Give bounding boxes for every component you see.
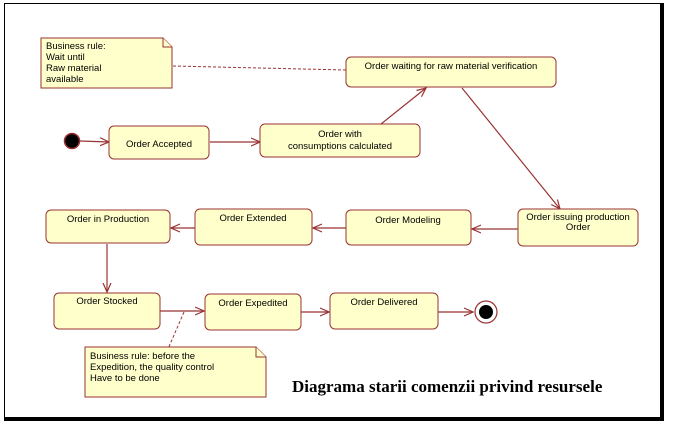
state-label: Order Extended bbox=[219, 213, 286, 224]
state-order-waiting: Order waiting for raw material verificat… bbox=[345, 56, 557, 88]
note-quality-link bbox=[167, 311, 185, 350]
note-raw-material-line: Business rule: bbox=[46, 41, 106, 52]
note-quality-line: Have to be done bbox=[90, 373, 160, 384]
transition-start-accepted bbox=[79, 141, 109, 142]
note-quality-line: Expedition, the quality control bbox=[90, 362, 214, 373]
state-label: Order issuing production bbox=[526, 212, 630, 223]
diagram-caption: Diagrama starii comenzii privind resurse… bbox=[292, 377, 603, 396]
initial-state bbox=[63, 132, 81, 150]
state-order-stocked: Order Stocked bbox=[53, 292, 161, 330]
note-raw-material-link bbox=[172, 65, 347, 71]
state-order-in-production: Order in Production bbox=[45, 209, 171, 244]
transition-waiting-issuing bbox=[461, 87, 560, 209]
note-quality-control: Business rule: before the Expedition, th… bbox=[84, 346, 267, 398]
state-order-expedited: Order Expedited bbox=[204, 293, 302, 331]
state-order-issuing: Order issuing production Order bbox=[517, 208, 639, 247]
final-state bbox=[474, 300, 498, 324]
transition-consumptions-waiting bbox=[380, 88, 426, 125]
state-label: Order Expedited bbox=[218, 298, 287, 309]
state-order-extended: Order Extended bbox=[194, 208, 313, 246]
state-label: Order Delivered bbox=[350, 297, 417, 308]
state-order-modeling: Order Modeling bbox=[345, 209, 472, 246]
state-order-delivered: Order Delivered bbox=[329, 292, 439, 330]
note-raw-material-line: Raw material bbox=[46, 63, 101, 74]
state-order-accepted: Order Accepted bbox=[108, 125, 210, 160]
state-label: Order with bbox=[318, 129, 362, 140]
note-raw-material: Business rule: Wait until Raw material a… bbox=[40, 37, 173, 89]
state-label: Order in Production bbox=[67, 214, 149, 225]
state-order-with-consumptions: Order with consumptions calculated bbox=[259, 123, 421, 158]
state-label: Order Modeling bbox=[375, 215, 440, 226]
state-label: Order waiting for raw material verificat… bbox=[365, 61, 538, 72]
note-quality-line: Business rule: before the bbox=[90, 351, 195, 362]
state-label: consumptions calculated bbox=[288, 141, 392, 152]
note-raw-material-line: Wait until bbox=[46, 52, 85, 63]
state-label: Order Stocked bbox=[76, 296, 137, 307]
state-label: Order bbox=[566, 222, 590, 233]
state-label: Order Accepted bbox=[126, 139, 192, 150]
note-raw-material-line: available bbox=[46, 74, 84, 85]
